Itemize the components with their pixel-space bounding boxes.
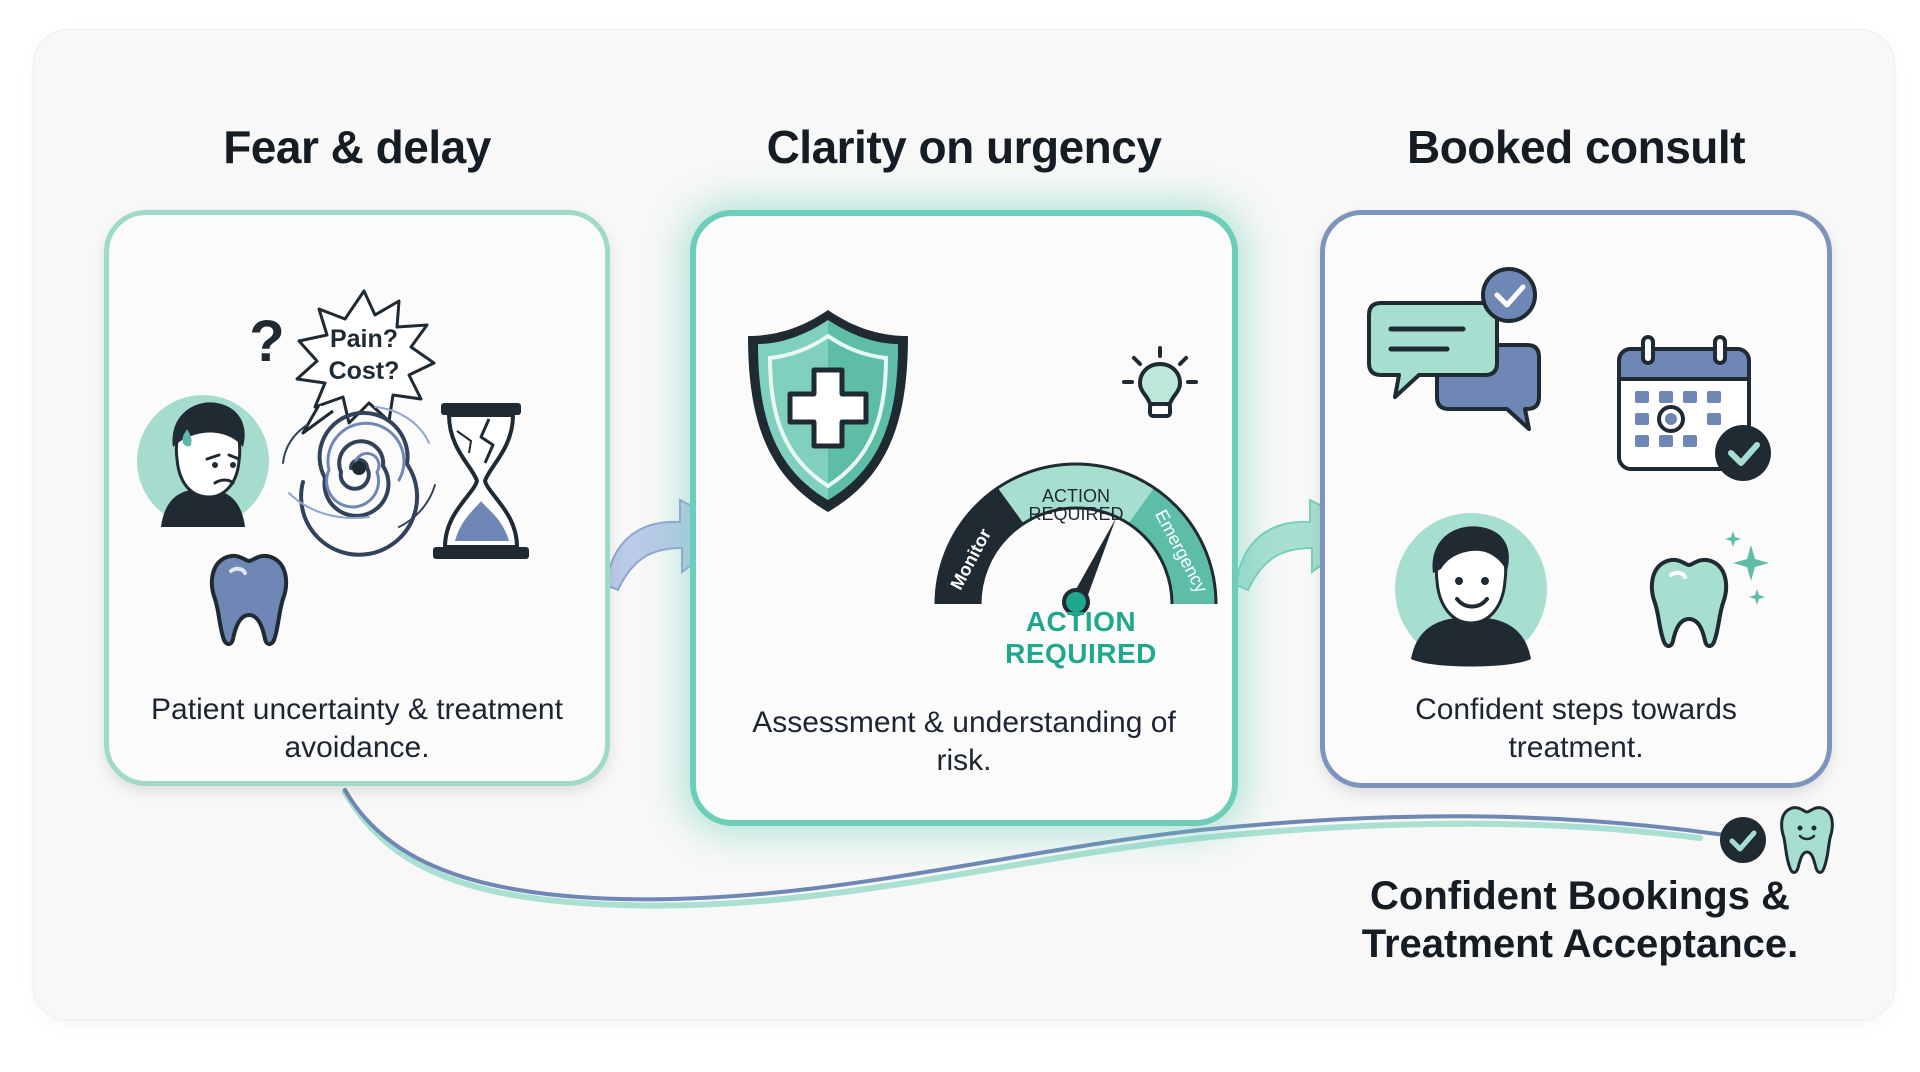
outcome-label: Confident Bookings & Treatment Acceptanc…: [1361, 874, 1799, 966]
check-badge-icon: [1718, 815, 1768, 865]
calendar-check-icon: [1615, 335, 1779, 485]
gauge-status-label: ACTION REQUIRED: [1005, 606, 1157, 669]
speech-bubble-text-cost: Cost?: [328, 357, 400, 385]
clarity-caption: Assessment & understanding of risk.: [752, 706, 1176, 777]
speech-bubble-text-pain: Pain?: [329, 325, 399, 353]
tooth-icon: [207, 551, 291, 651]
question-mark-icon: ?: [247, 309, 287, 374]
swirl-icon: [279, 393, 439, 557]
broken-hourglass-icon: [427, 401, 535, 561]
sparkle-tooth-icon: [1645, 531, 1775, 651]
worried-person-icon: [133, 385, 273, 535]
gauge-label-action-required-2: REQUIRED: [1028, 504, 1123, 524]
fear-caption: Patient uncertainty & treatment avoidanc…: [151, 693, 563, 764]
urgency-gauge-icon: Monitor ACTION REQUIRED Emergency: [926, 454, 1226, 616]
lightbulb-icon: [1122, 346, 1198, 422]
chat-bubbles-icon: [1367, 265, 1551, 435]
stage-title-clarity: Clarity on urgency: [766, 121, 1162, 173]
shield-cross-icon: [744, 306, 912, 516]
fear-panel: ? Pain? Cost?: [104, 210, 610, 786]
smiling-person-icon: [1391, 509, 1551, 669]
stage-title-booked: Booked consult: [1406, 121, 1746, 173]
booked-caption: Confident steps towards treatment.: [1415, 693, 1737, 764]
svg-text:?: ?: [249, 309, 284, 374]
happy-tooth-icon: [1778, 804, 1836, 876]
stage-title-fear: Fear & delay: [223, 121, 491, 173]
speech-bubble-icon: Pain? Cost?: [289, 283, 439, 435]
clarity-panel: Monitor ACTION REQUIRED Emergency ACTION…: [690, 210, 1238, 826]
gauge-label-action-required-1: ACTION: [1042, 486, 1110, 506]
booked-panel: Confident steps towards treatment.: [1320, 210, 1832, 788]
